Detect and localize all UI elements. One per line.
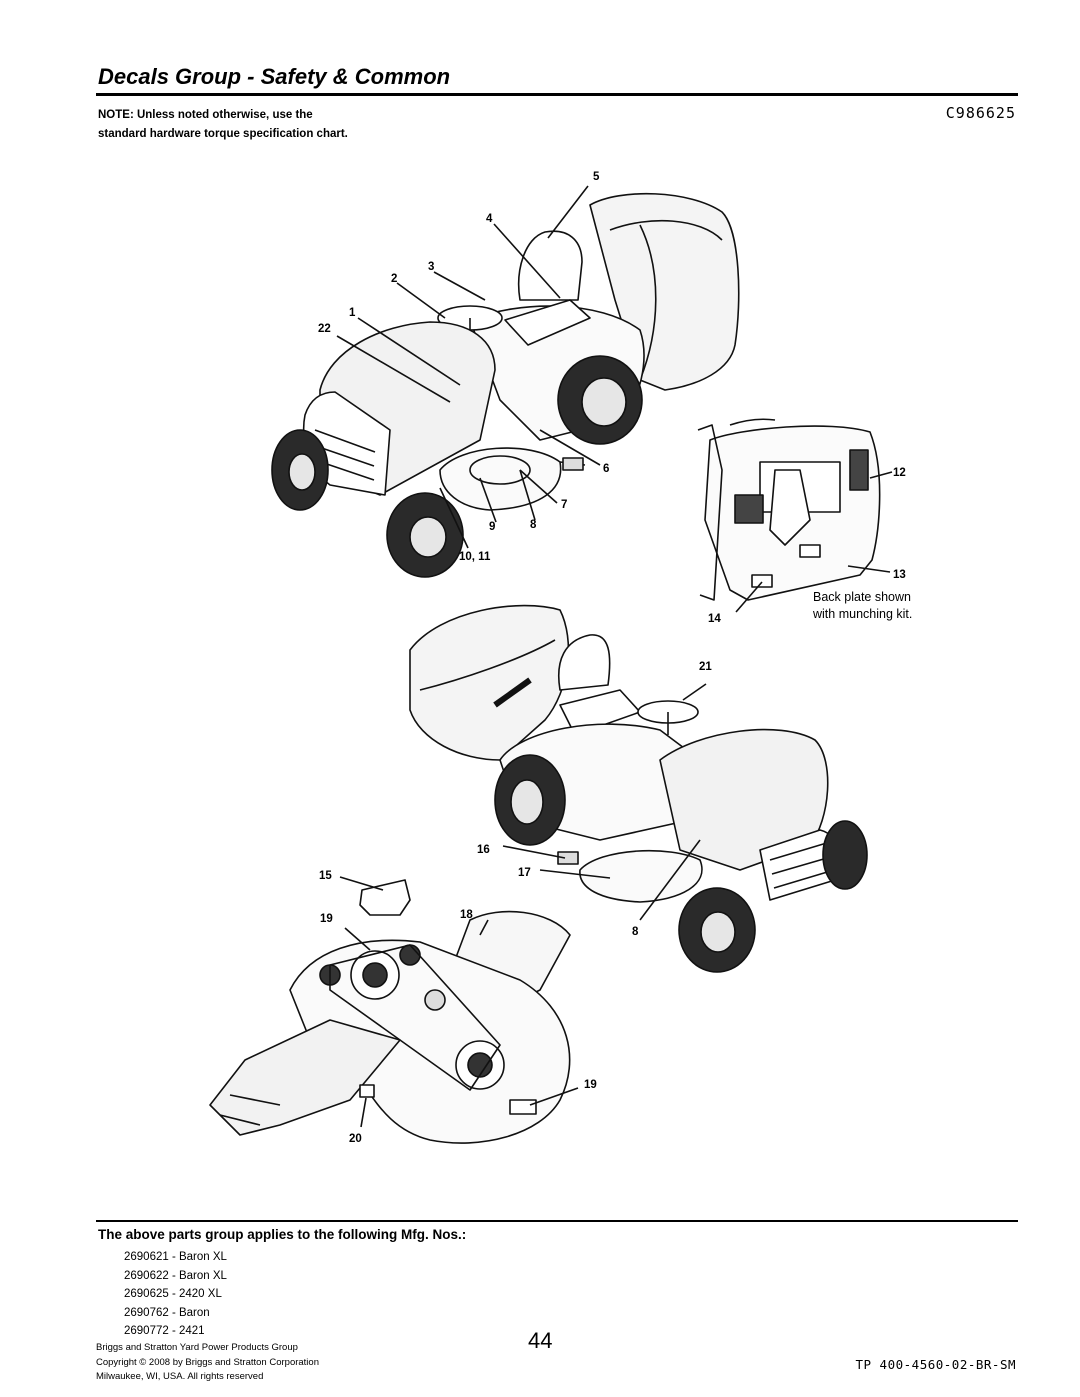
document-number: TP 400-4560-02-BR-SM [855,1357,1016,1372]
callout-16: 16 [477,844,490,856]
callout-6: 6 [603,463,609,475]
figure-number: C986625 [945,104,1016,122]
inset-caption-line1: Back plate shown [813,590,911,604]
callout-7: 7 [561,499,567,511]
callout-17: 17 [518,867,531,879]
list-item: 2690772 - 2421 [124,1325,205,1337]
tractor-front-view [271,185,740,578]
back-plate-inset [697,418,893,613]
callout-2: 2 [391,273,397,285]
tractor-rear-view [409,604,868,973]
callout-8b: 8 [632,926,639,938]
callout-12: 12 [893,467,906,479]
list-item: 2690762 - Baron [124,1306,210,1319]
list-item: 2690625 - 2420 XL [124,1288,222,1300]
page-title: Decals Group - Safety & Common [98,64,451,89]
mower-deck [209,876,579,1144]
footer-line-3: Milwaukee, WI, USA. All rights reserved [96,1371,264,1382]
inset-caption-line2: with munching kit. [812,607,912,621]
torque-note: NOTE: Unless noted otherwise, use the st… [98,109,348,140]
callout-19: 19 [320,913,333,925]
callout-9: 9 [489,521,495,533]
applies-heading: The above parts group applies to the fol… [98,1227,467,1242]
footer-line-1: Briggs and Stratton Yard Power Products … [96,1342,298,1353]
page-number: 44 [528,1328,553,1353]
callout-10-11: 10, 11 [459,551,491,563]
callout-18: 18 [460,909,473,921]
callout-20: 20 [349,1133,362,1145]
callout-14: 14 [708,613,721,625]
list-item: 2690621 - Baron XL [124,1251,227,1263]
callout-5: 5 [593,171,600,183]
callout-4: 4 [486,213,493,225]
applies-rule [96,1220,1018,1222]
list-item: 2690622 - Baron XL [124,1269,227,1282]
callout-15: 15 [319,870,332,882]
title-rule [96,93,1018,96]
mfg-number-list: 2690621 - Baron XL 2690622 - Baron XL 26… [124,1248,227,1341]
callout-22: 22 [318,323,331,335]
callout-13: 13 [893,569,906,581]
footer-copyright: Briggs and Stratton Yard Power Products … [96,1341,319,1385]
callout-21: 21 [699,661,712,673]
callout-1: 1 [349,307,356,319]
footer-line-2: Copyright © 2008 by Briggs and Stratton … [96,1356,319,1368]
callout-3: 3 [428,261,434,273]
callout-8: 8 [530,519,537,531]
callout-19b: 19 [584,1079,597,1091]
